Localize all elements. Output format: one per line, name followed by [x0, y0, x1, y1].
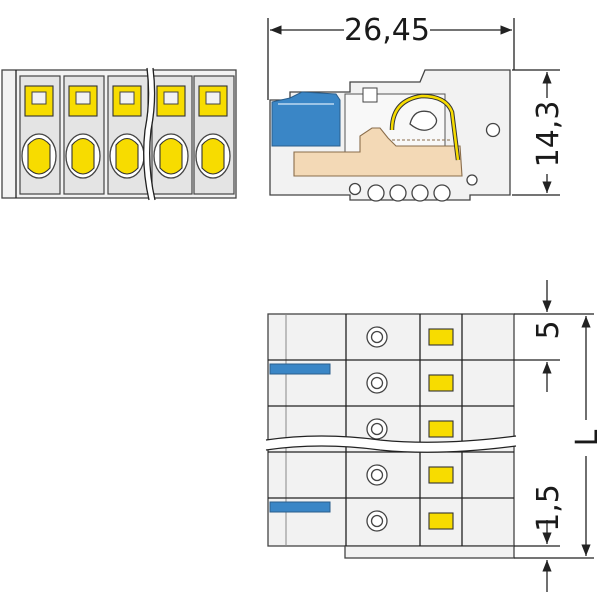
front-pole — [107, 75, 149, 195]
dimension-pitch: 5 — [514, 280, 594, 392]
side-view — [269, 69, 511, 202]
bottom-row — [269, 363, 454, 394]
bottom-view — [265, 313, 517, 559]
bottom-row — [366, 326, 454, 348]
offset-label: 1,5 — [531, 484, 566, 532]
clamp-spring — [390, 94, 460, 161]
contact-rail — [293, 127, 463, 177]
length-label: L — [570, 429, 600, 446]
actuator-pusher — [271, 91, 341, 147]
bottom-row — [269, 501, 454, 532]
dimension-offset: 1,5 — [514, 484, 594, 592]
width-label: 26,45 — [344, 13, 430, 48]
front-pole — [19, 75, 61, 195]
pitch-label: 5 — [531, 320, 566, 339]
front-pole — [151, 75, 193, 195]
dimension-height: 14,3 — [512, 69, 566, 196]
height-label: 14,3 — [531, 101, 566, 168]
front-pole — [193, 75, 235, 195]
front-pole — [63, 75, 105, 195]
front-view — [1, 67, 237, 201]
dimension-length: L — [570, 316, 600, 556]
bottom-row — [366, 464, 454, 486]
bottom-row — [366, 418, 454, 440]
dimension-width: 26,45 — [267, 13, 515, 100]
